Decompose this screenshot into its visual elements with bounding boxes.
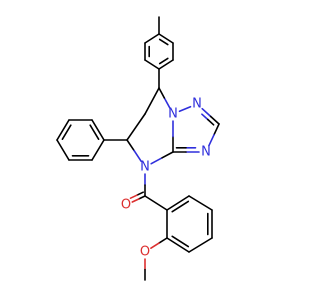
bond-line (133, 149, 142, 162)
bond-line (56, 119, 70, 141)
bond-line (213, 123, 220, 136)
bond-line (158, 38, 169, 46)
bond-line (158, 33, 174, 44)
bond-line (158, 59, 174, 70)
bond-line (144, 33, 160, 44)
bond-line (56, 139, 70, 161)
bond-line (163, 97, 171, 109)
bond-line (126, 139, 135, 152)
bond-line (137, 195, 146, 200)
bond-line (201, 113, 209, 121)
bond-line (144, 59, 160, 70)
nitrogen-atom-label: N (192, 97, 202, 112)
bond-line (126, 113, 146, 141)
nitrogen-atom-label: N (140, 160, 150, 175)
oxygen-atom-label: O (140, 245, 150, 260)
bond-line (150, 157, 163, 165)
bond-line (161, 151, 174, 159)
bond-line (209, 115, 220, 125)
bond-line (158, 87, 166, 99)
bond-line (188, 195, 213, 211)
bond-line (166, 195, 190, 211)
bond-line (166, 237, 190, 253)
bond-line (178, 105, 192, 113)
bond-line (129, 194, 138, 199)
bond-line (144, 195, 168, 211)
bond-line (171, 200, 190, 213)
bond-line (207, 118, 215, 126)
bond-line (158, 57, 169, 65)
bond-line (131, 198, 140, 203)
bond-line (91, 139, 105, 161)
bond-line (136, 191, 144, 196)
bond-line (61, 124, 72, 140)
oxygen-atom-label: O (121, 198, 131, 213)
bond-line (150, 242, 160, 249)
nitrogen-atom-label: N (201, 145, 211, 160)
bond-line (201, 107, 212, 118)
nitrogen-atom-label: N (168, 107, 178, 122)
bond-line (171, 235, 190, 248)
bond-line (144, 87, 160, 115)
bond-line (91, 119, 105, 141)
bond-line (158, 237, 168, 244)
bond-line (89, 124, 100, 140)
bond-line (188, 237, 213, 253)
bond-line (208, 134, 215, 147)
